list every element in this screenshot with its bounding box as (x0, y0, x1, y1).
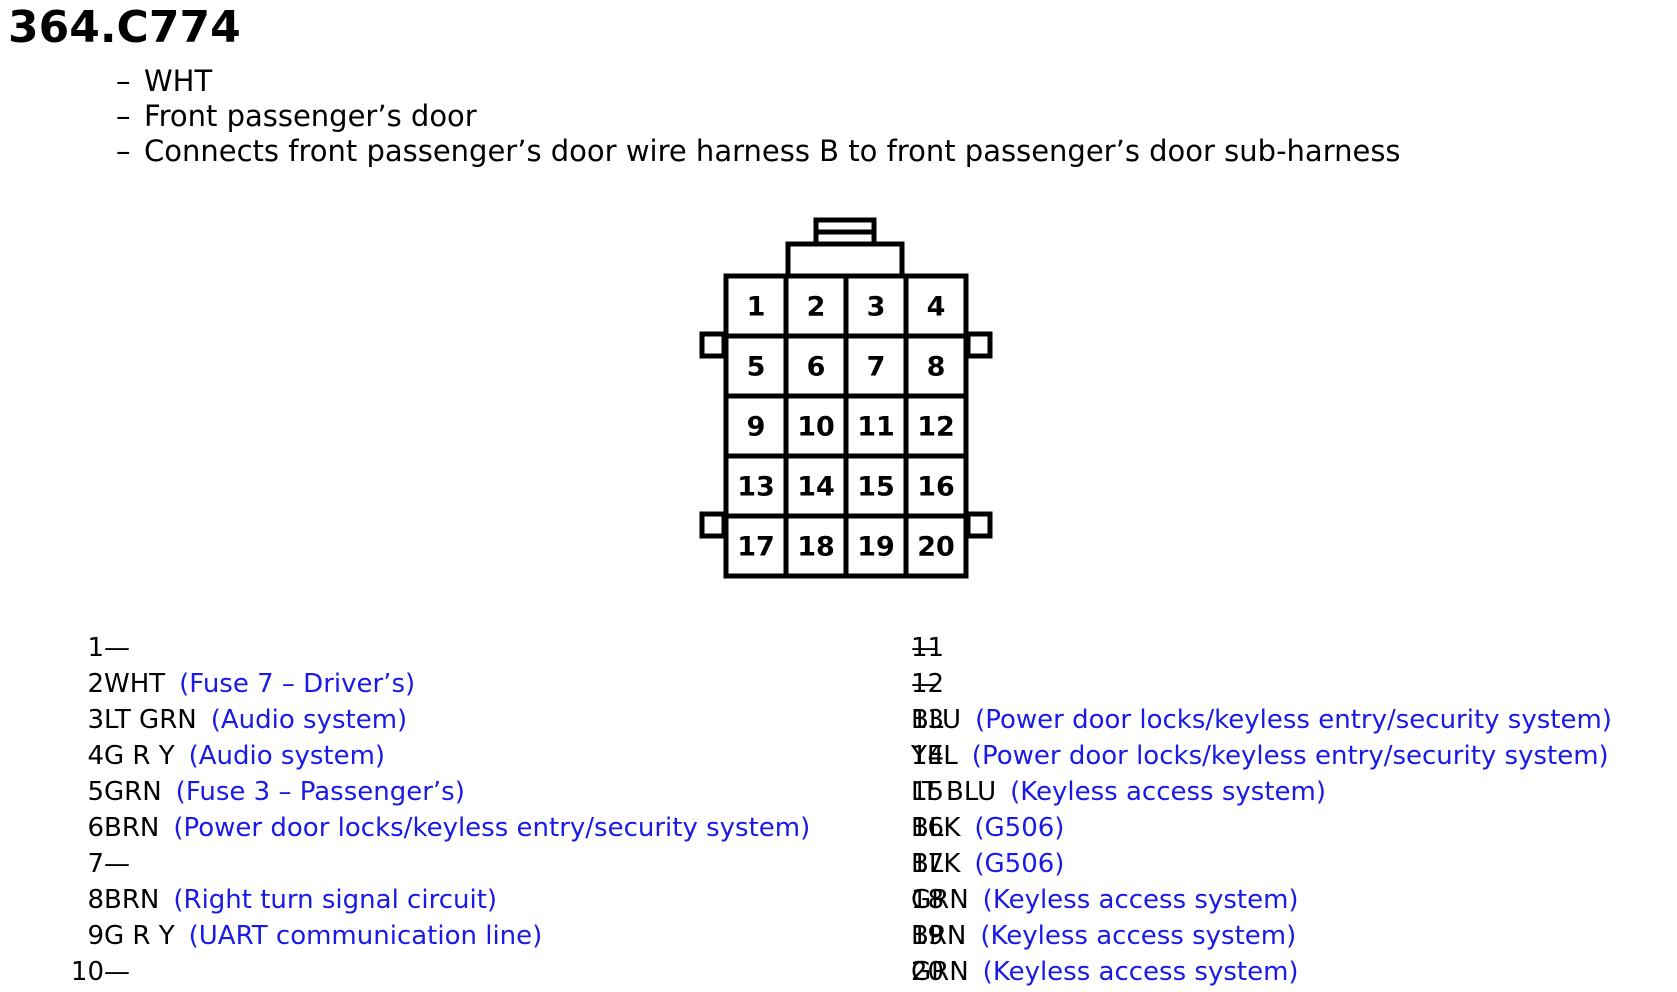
connector-title: 364.C774 (8, 2, 241, 53)
pin-number-8: 8 (927, 352, 946, 383)
pin-row: 10— (70, 957, 130, 987)
detail-location: –Front passenger’s door (116, 99, 477, 133)
pin-row: 3LT GRN(Audio system) (87, 705, 408, 735)
pin-number-10: 10 (797, 412, 835, 443)
pin-row: 15LT BLU(Keyless access system) (911, 777, 1326, 807)
pin-number-11: 11 (857, 412, 895, 443)
pin-row: 8BRN(Right turn signal circuit) (87, 885, 498, 915)
pin-number-7: 7 (867, 352, 886, 383)
pin-row: 1— (87, 633, 130, 663)
pin-row: 19BRN(Keyless access system) (911, 921, 1297, 951)
pin-row: 16BLK(G506) (911, 813, 1065, 843)
detail-connects: –Connects front passenger’s door wire ha… (116, 134, 1401, 168)
pin-row: 2WHT(Fuse 7 – Driver’s) (87, 669, 416, 699)
pin-number-17: 17 (737, 532, 775, 563)
pin-number-3: 3 (867, 292, 886, 323)
pin-number-12: 12 (917, 412, 955, 443)
pin-row: 13BLU(Power door locks/keyless entry/sec… (911, 705, 1612, 735)
pin-number-1: 1 (747, 292, 766, 323)
pin-number-15: 15 (857, 472, 895, 503)
pin-row: 14YEL(Power door locks/keyless entry/sec… (911, 741, 1609, 771)
connector-side-tab (965, 331, 993, 359)
pin-row: 20GRN(Keyless access system) (911, 957, 1299, 987)
pin-row: 5GRN(Fuse 3 – Passenger’s) (87, 777, 465, 807)
pin-row: 11— (911, 633, 945, 663)
pin-row: 12— (911, 669, 945, 699)
pin-number-18: 18 (797, 532, 835, 563)
pin-number-5: 5 (747, 352, 766, 383)
pin-number-9: 9 (747, 412, 766, 443)
connector-side-tab (699, 331, 727, 359)
connector-details: –WHT –Front passenger’s door –Connects f… (116, 64, 1401, 169)
pin-row: 17BLK(G506) (911, 849, 1065, 879)
pin-row: 4G R Y(Audio system) (87, 741, 386, 771)
pin-number-13: 13 (737, 472, 775, 503)
pin-number-16: 16 (917, 472, 955, 503)
connector-latch-housing (785, 241, 905, 279)
connector-side-tab (699, 511, 727, 539)
connector-side-tab (965, 511, 993, 539)
pin-row: 6BRN(Power door locks/keyless entry/secu… (87, 813, 811, 843)
pin-row: 9G R Y(UART communication line) (87, 921, 543, 951)
pin-number-20: 20 (917, 532, 955, 563)
pin-row: 7— (87, 849, 130, 879)
pin-number-14: 14 (797, 472, 835, 503)
pin-number-6: 6 (807, 352, 826, 383)
pin-list-right: 11— 12— 13BLU(Power door locks/keyless e… (911, 630, 1612, 990)
pin-number-19: 19 (857, 532, 895, 563)
pin-row: 18GRN(Keyless access system) (911, 885, 1299, 915)
pin-number-2: 2 (807, 292, 826, 323)
detail-color: –WHT (116, 64, 213, 98)
pin-number-4: 4 (927, 292, 946, 323)
pin-list-left: 1— 2WHT(Fuse 7 – Driver’s) 3LT GRN(Audio… (70, 630, 810, 990)
